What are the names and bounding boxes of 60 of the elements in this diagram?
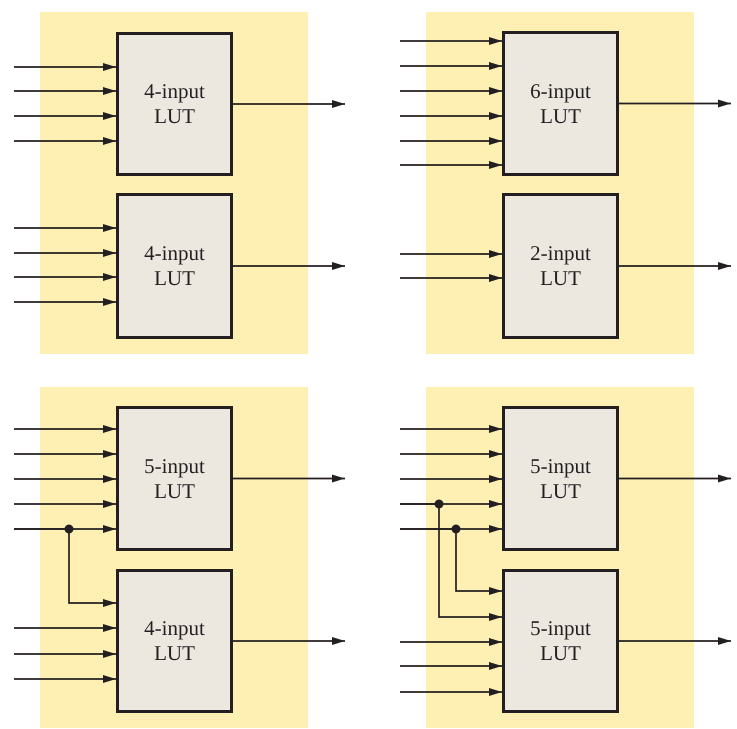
lut-box <box>502 193 619 339</box>
lut-box <box>502 31 619 176</box>
lut-label: 4-input LUT <box>143 241 206 291</box>
arrow <box>14 112 116 120</box>
arrow <box>14 273 116 281</box>
arrow <box>400 528 502 595</box>
shaded-panel <box>426 12 694 354</box>
lut-box <box>116 193 233 339</box>
arrow <box>619 637 731 645</box>
arrow <box>619 262 731 270</box>
arrow <box>14 675 116 683</box>
lut-box <box>116 569 233 713</box>
arrow <box>14 63 116 71</box>
arrow <box>619 100 731 108</box>
arrow <box>400 475 502 483</box>
arrow <box>233 262 345 270</box>
arrow <box>14 249 116 257</box>
arrow <box>400 688 502 696</box>
lut-label: 5-input LUT <box>529 454 592 504</box>
arrow <box>14 425 116 433</box>
lut-label: 4-input LUT <box>143 616 206 666</box>
arrow <box>400 250 502 258</box>
arrow <box>619 474 731 482</box>
lut-label: 4-input LUT <box>143 79 206 129</box>
arrow <box>14 475 116 483</box>
lut-box <box>502 569 619 713</box>
arrow <box>400 87 502 95</box>
arrow <box>14 650 116 658</box>
arrow <box>400 137 502 145</box>
arrow <box>400 161 502 169</box>
arrow <box>14 87 116 95</box>
lut-label: 6-input LUT <box>529 78 592 128</box>
arrow <box>14 624 116 632</box>
arrow <box>400 112 502 120</box>
lut-box <box>116 406 233 551</box>
arrow <box>400 425 502 433</box>
arrow <box>400 37 502 45</box>
arrow <box>400 638 502 646</box>
arrow <box>14 224 116 232</box>
shaded-panel <box>40 12 308 354</box>
arrow <box>233 637 345 645</box>
arrow <box>14 137 116 145</box>
lut-label: 5-input LUT <box>143 454 206 504</box>
lut-label: 5-input LUT <box>529 616 592 666</box>
arrow <box>233 100 345 108</box>
lut-label: 2-input LUT <box>529 241 592 291</box>
arrow <box>400 62 502 70</box>
lut-box <box>502 406 619 551</box>
arrow <box>14 528 116 607</box>
lut-box <box>116 32 233 176</box>
arrow <box>400 450 502 458</box>
arrow <box>400 662 502 670</box>
arrow <box>233 474 345 482</box>
shaded-panel <box>426 387 694 728</box>
arrow <box>14 450 116 458</box>
arrow <box>400 274 502 282</box>
arrow <box>400 503 502 621</box>
arrow <box>14 500 116 508</box>
shaded-panel <box>40 387 308 728</box>
arrow <box>14 298 116 306</box>
